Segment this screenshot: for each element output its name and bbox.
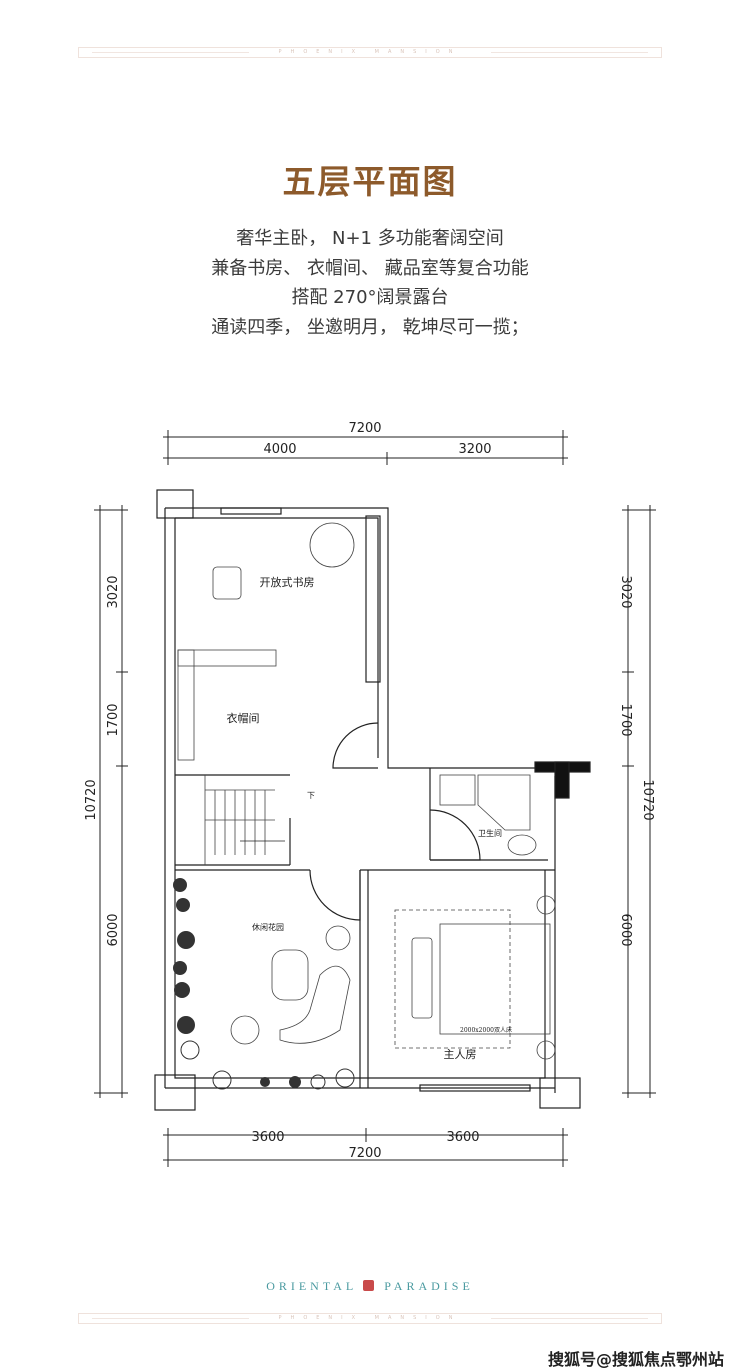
brand-left: ORIENTAL	[266, 1279, 358, 1293]
dim-top-left: 4000	[263, 442, 296, 457]
description-line: 兼备书房、 衣帽间、 藏品室等复合功能	[211, 257, 529, 279]
room-label-garden: 休闲花园	[252, 922, 284, 932]
header-band-text: PHOENIX MANSION	[248, 49, 492, 55]
dim-right-c: 6000	[618, 913, 633, 946]
furniture	[177, 522, 556, 1060]
dim-top-total: 7200	[348, 421, 381, 436]
seal-icon	[363, 1280, 375, 1291]
dim-bottom-total: 7200	[348, 1146, 381, 1161]
room-label-bathroom: 卫生间	[478, 828, 502, 838]
description: 奢华主卧， N+1 多功能奢阔空间 兼备书房、 衣帽间、 藏品室等复合功能 搭配…	[0, 224, 740, 342]
room-label-study: 开放式书房	[260, 575, 315, 589]
brand-logo: ORIENTAL PARADISE	[0, 1279, 740, 1294]
dimension-lines	[94, 430, 656, 1167]
room-label-wardrobe: 衣帽间	[227, 711, 260, 725]
dim-left-total: 10720	[84, 779, 99, 820]
dim-bottom-right: 3600	[446, 1130, 479, 1145]
dim-left-b: 1700	[106, 703, 121, 736]
description-line: 通读四季， 坐邀明月， 乾坤尽可一揽；	[211, 316, 529, 338]
description-line: 奢华主卧， N+1 多功能奢阔空间	[236, 228, 504, 249]
dim-left-c: 6000	[106, 913, 121, 946]
header-decorative-band: PHOENIX MANSION	[78, 47, 662, 58]
stairs-down-label: 下	[307, 791, 315, 800]
footer-band-text: PHOENIX MANSION	[248, 1315, 492, 1321]
dim-right-total: 10720	[640, 779, 655, 820]
watermark: 搜狐号@搜狐焦点鄂州站	[547, 1350, 724, 1369]
bed-label: 2000x2000双人床	[460, 1026, 512, 1034]
description-line: 搭配 270°阔景露台	[291, 287, 449, 308]
dim-left-a: 3020	[106, 575, 121, 608]
walls	[154, 489, 591, 1111]
plants	[173, 878, 355, 1090]
dim-bottom-left: 3600	[251, 1130, 284, 1145]
room-label-master-bedroom: 主人房	[444, 1048, 477, 1061]
dim-right-a: 3020	[618, 575, 633, 608]
footer-decorative-band: PHOENIX MANSION	[78, 1313, 662, 1324]
dim-right-b: 1700	[618, 703, 633, 736]
page-title: 五层平面图	[282, 162, 458, 201]
brand-right: PARADISE	[384, 1279, 474, 1293]
dim-top-right: 3200	[458, 442, 491, 457]
